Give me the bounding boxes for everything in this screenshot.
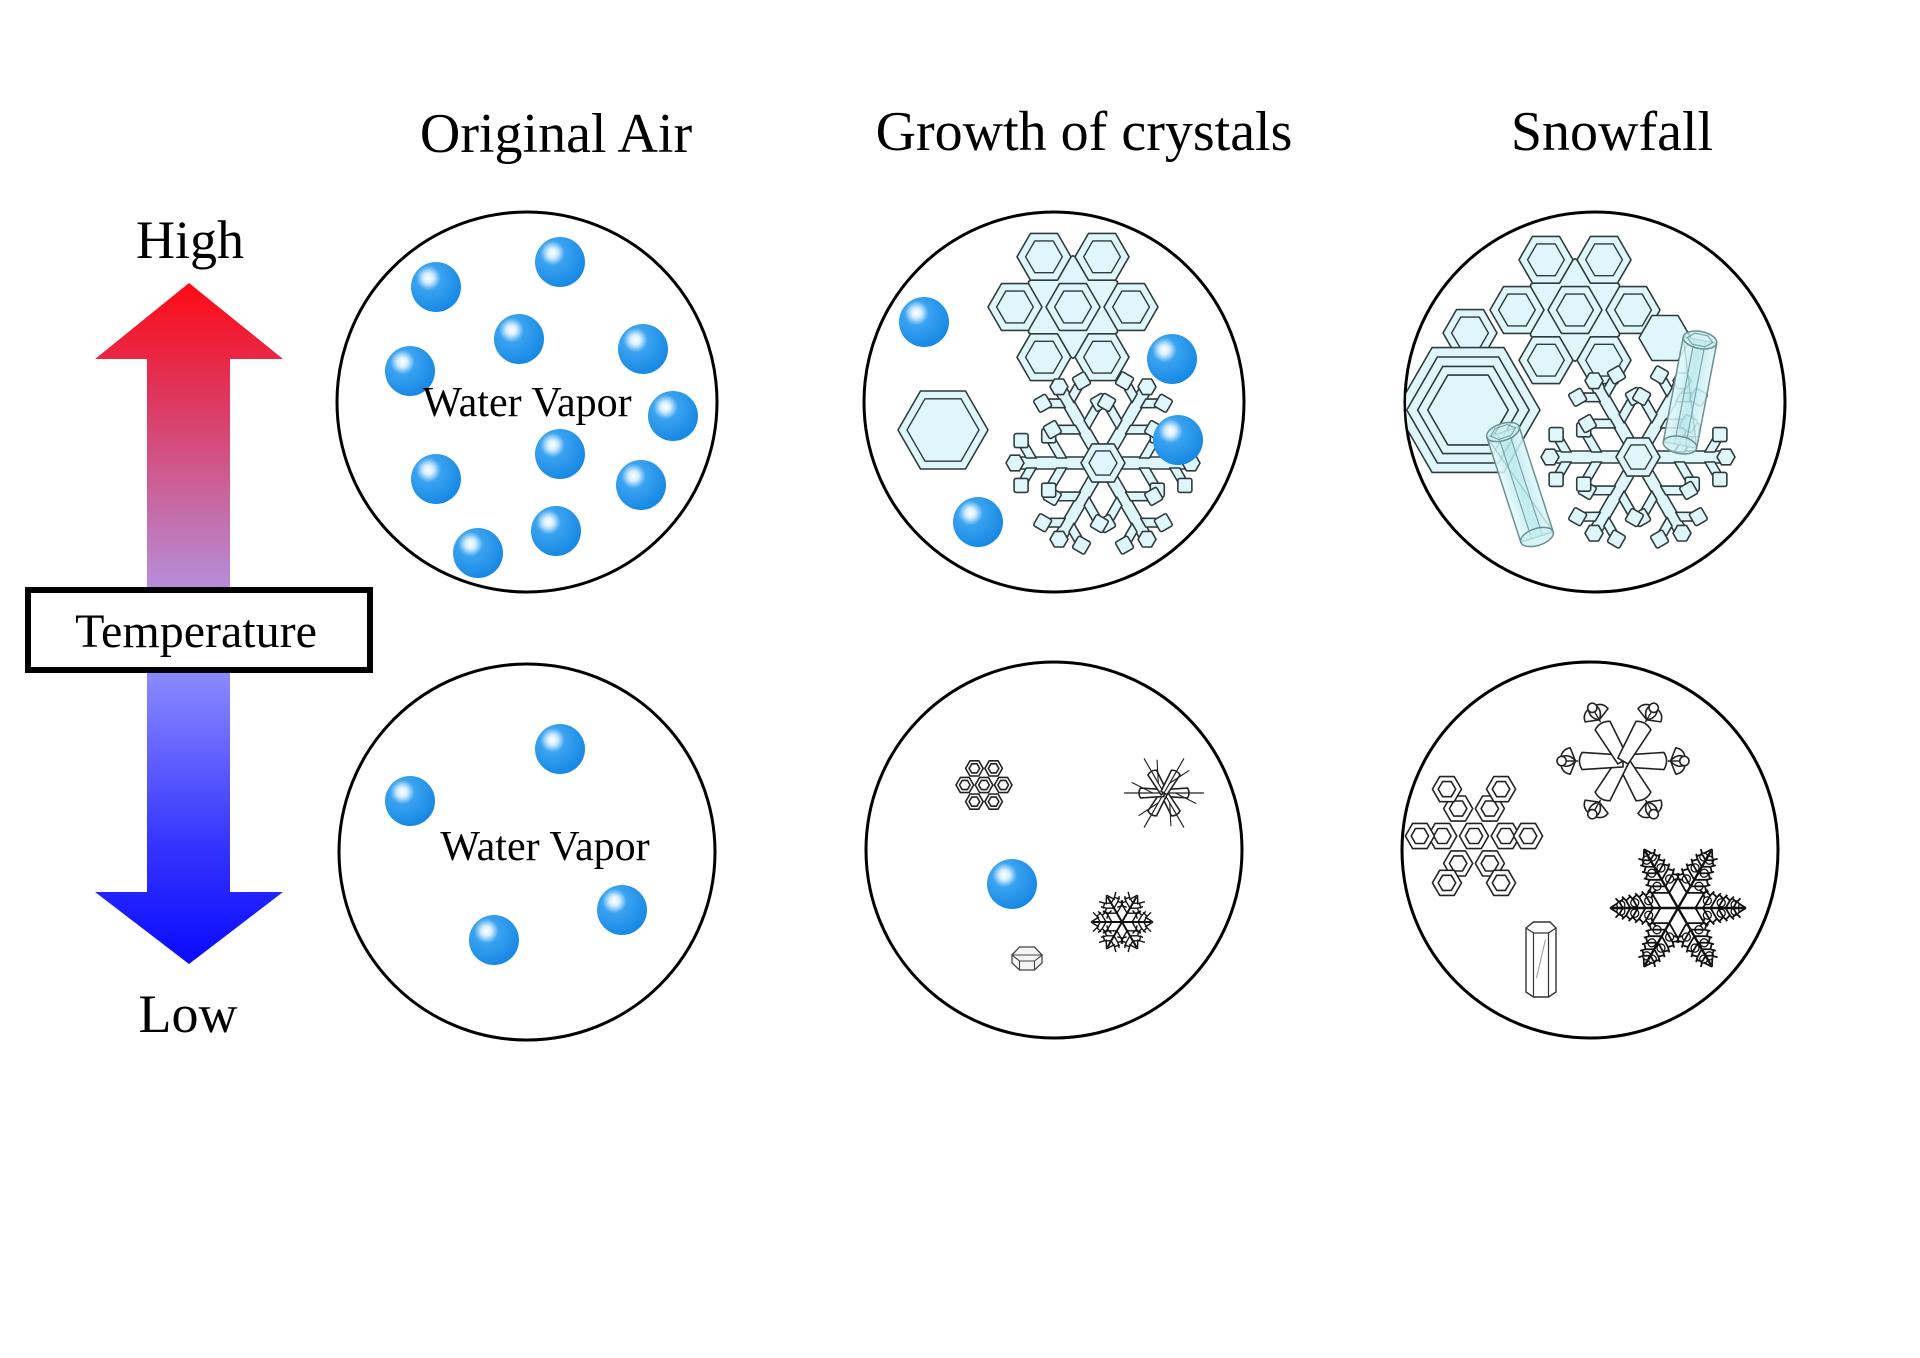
- water-droplet-icon: [987, 859, 1037, 909]
- water-droplet-icon: [411, 262, 461, 312]
- water-droplet-icon: [531, 506, 581, 556]
- water-droplet-icon: [385, 776, 435, 826]
- water-droplet-icon: [597, 885, 647, 935]
- water-vapor-label: Water Vapor: [440, 824, 649, 870]
- water-droplet-icon: [616, 460, 666, 510]
- water-droplet-icon: [535, 724, 585, 774]
- panel-circle: [864, 660, 1244, 1040]
- low-label: Low: [139, 984, 238, 1044]
- water-droplet-icon: [618, 324, 668, 374]
- dendrite-snowflake-icon: [1005, 371, 1201, 555]
- fern-dendrite-snowflake-icon: [1609, 848, 1747, 968]
- water-droplet-icon: [494, 314, 544, 364]
- water-droplet-icon: [1147, 334, 1197, 384]
- panel-high-growth-of-crystals: [862, 210, 1246, 594]
- hexagonal-prism-crystal-icon: [1010, 946, 1044, 971]
- sector-plate-snowflake-icon: [955, 759, 1013, 811]
- panel-circle: [337, 662, 717, 1042]
- temperature-box: [25, 587, 373, 673]
- water-vapor-label: Water Vapor: [422, 380, 631, 426]
- arrow-up-icon: [95, 283, 283, 592]
- water-droplet-icon: [411, 454, 461, 504]
- hexagonal-plate-crystal-icon: [1442, 308, 1498, 358]
- column-titles: Original Air Growth of crystals Snowfall: [420, 101, 1713, 165]
- broad-branch-snowflake-icon: [1124, 758, 1204, 828]
- water-droplet-icon: [535, 429, 585, 479]
- water-droplet-icon: [535, 237, 585, 287]
- fern-dendrite-snowflake-icon: [1090, 891, 1154, 953]
- broad-branch-snowflake-icon: [1556, 702, 1690, 820]
- high-label: High: [136, 210, 244, 270]
- panel-low-snowfall: [1400, 660, 1780, 1040]
- panel-low-original-air: Water Vapor: [337, 662, 717, 1042]
- water-droplet-icon: [953, 497, 1003, 547]
- plate-cluster-crystal-icon: [987, 232, 1159, 382]
- water-droplet-icon: [899, 297, 949, 347]
- water-droplet-icon: [469, 915, 519, 965]
- hexagonal-plate-crystal-icon: [1638, 314, 1692, 362]
- panel-high-snowfall: [1403, 210, 1787, 594]
- temperature-axis: High Temperature Low: [25, 210, 373, 1044]
- panel-low-growth-of-crystals: [864, 660, 1244, 1040]
- arrow-down-icon: [95, 670, 283, 964]
- panel-high-original-air: Water Vapor: [335, 210, 719, 594]
- plate-cluster-crystal-icon: [1489, 235, 1661, 385]
- title-original-air: Original Air: [420, 103, 693, 165]
- column-crystal-icon: [1525, 921, 1557, 998]
- column-crystal-icon: [1485, 421, 1555, 548]
- hexagonal-plate-crystal-icon: [897, 390, 989, 470]
- water-droplet-icon: [385, 346, 435, 396]
- temperature-label: Temperature: [75, 605, 317, 658]
- sector-plate-snowflake-icon: [1404, 775, 1544, 897]
- water-droplet-icon: [648, 391, 698, 441]
- water-droplet-icon: [453, 528, 503, 578]
- column-crystal-icon: [1662, 330, 1718, 455]
- title-snowfall: Snowfall: [1511, 101, 1713, 163]
- title-growth-of-crystals: Growth of crystals: [876, 101, 1293, 163]
- water-droplet-icon: [1153, 415, 1203, 465]
- dendrite-snowflake-icon: [1540, 365, 1736, 549]
